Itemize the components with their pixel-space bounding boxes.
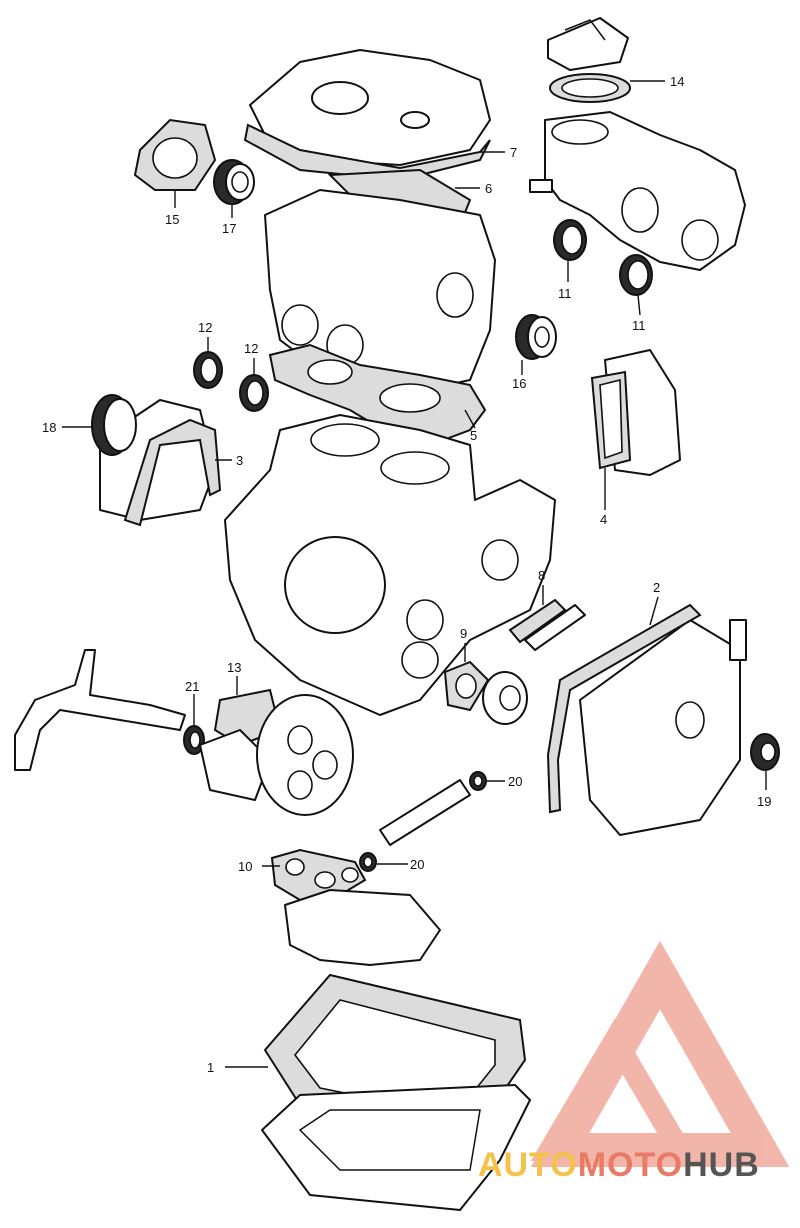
callout-18: 18 xyxy=(42,420,56,435)
callout-20a: 20 xyxy=(508,774,522,789)
callout-17: 17 xyxy=(222,221,236,236)
rear-seal-housing xyxy=(91,394,222,527)
thermostat-housing xyxy=(529,111,746,271)
oil-seal-17 xyxy=(213,159,255,205)
callout-9: 9 xyxy=(460,626,467,641)
timing-cover xyxy=(546,603,747,836)
oil-seal-16 xyxy=(515,314,557,360)
cylinder-head-cover xyxy=(243,49,491,232)
o-rings-12 xyxy=(193,351,269,412)
callout-1: 1 xyxy=(207,1060,214,1075)
callout-11b: 11 xyxy=(632,318,646,333)
callout-5: 5 xyxy=(470,428,477,443)
water-pump xyxy=(443,660,528,725)
watermark-auto: AUTO xyxy=(478,1146,578,1184)
watermark-wordmark: AUTOMOTOHUB xyxy=(478,1146,798,1186)
water-pump-pulley xyxy=(199,688,354,816)
o-rings-11 xyxy=(553,219,653,296)
side-cover-gasket xyxy=(590,349,681,476)
thermostat-cover xyxy=(547,17,631,103)
callout-19: 19 xyxy=(757,794,771,809)
callout-14: 14 xyxy=(670,74,684,89)
oil-seal-19 xyxy=(750,733,780,771)
callout-12b: 12 xyxy=(244,341,258,356)
callout-2: 2 xyxy=(653,580,660,595)
head-gasket xyxy=(268,343,487,447)
oil-pipe xyxy=(359,771,487,872)
watermark-hub: HUB xyxy=(683,1146,760,1184)
callout-20b: 20 xyxy=(410,857,424,872)
callout-8: 8 xyxy=(538,568,545,583)
callout-6: 6 xyxy=(485,181,492,196)
callouts: 1 2 3 4 5 6 7 8 9 10 11 11 12 xyxy=(42,74,771,1075)
oil-pump xyxy=(270,848,441,966)
callout-15: 15 xyxy=(165,212,179,227)
callout-13: 13 xyxy=(227,660,241,675)
callout-16: 16 xyxy=(512,376,526,391)
flange-gasket xyxy=(133,118,217,191)
callout-10: 10 xyxy=(238,859,252,874)
watermark-logo xyxy=(530,940,790,1167)
callout-11a: 11 xyxy=(558,286,572,301)
callout-12a: 12 xyxy=(198,320,212,335)
cylinder-head xyxy=(264,189,496,396)
watermark-moto: MOTO xyxy=(577,1146,684,1184)
callout-21: 21 xyxy=(185,679,199,694)
callout-4: 4 xyxy=(600,512,607,527)
o-ring-21 xyxy=(183,725,205,755)
cylinder-block xyxy=(224,414,556,716)
callout-3: 3 xyxy=(236,453,243,468)
oil-pan xyxy=(261,973,531,1211)
callout-7: 7 xyxy=(510,145,517,160)
gasket-strip-8 xyxy=(508,598,586,651)
water-pipe xyxy=(14,649,186,771)
